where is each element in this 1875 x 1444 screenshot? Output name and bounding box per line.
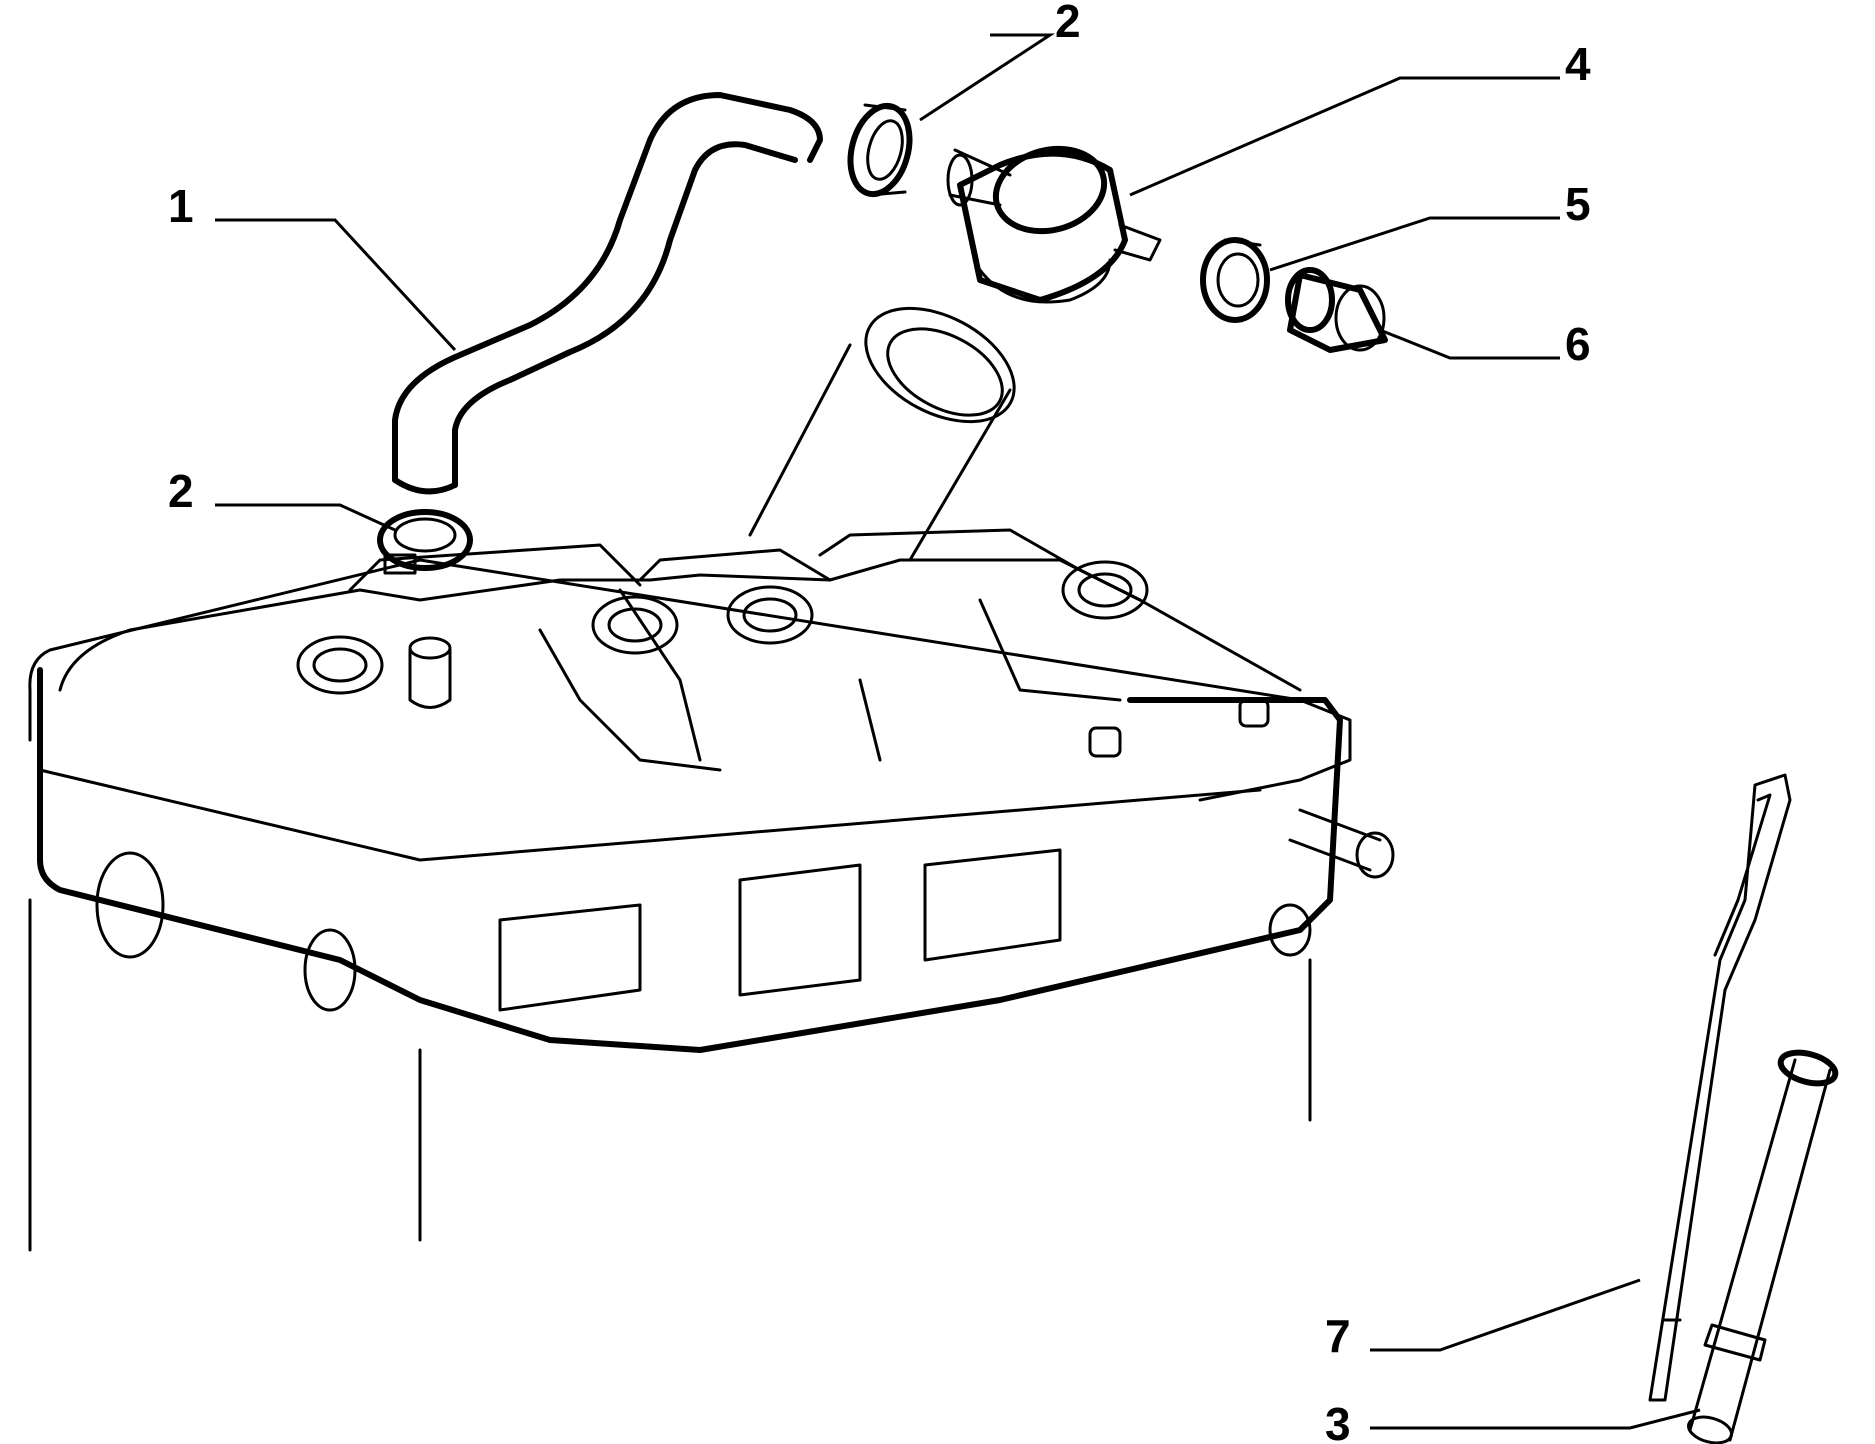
callout-4: 4	[1565, 38, 1591, 90]
callout-6: 6	[1565, 318, 1591, 370]
oil-filler-neck	[748, 306, 1016, 562]
part-1-hose	[392, 92, 823, 495]
part-3-dipstick-tube	[1687, 1049, 1839, 1444]
part-4-breather-valve	[946, 145, 1162, 304]
part-5-clamp	[1200, 237, 1270, 323]
callout-2-upper: 2	[1055, 0, 1081, 47]
part-2-clamp-upper	[847, 102, 913, 198]
callout-1: 1	[168, 180, 194, 232]
callout-labels: 1 2 2 3 4 5 6 7	[168, 0, 1591, 1444]
part-2-clamp-lower	[377, 509, 473, 575]
callout-3: 3	[1325, 1398, 1351, 1444]
callout-7: 7	[1325, 1310, 1351, 1362]
part-7-dipstick	[1648, 773, 1792, 1402]
callout-5: 5	[1565, 178, 1591, 230]
leader-lines	[215, 33, 1701, 1430]
cylinder-head-cover	[28, 528, 1395, 1252]
part-6-sleeve	[1285, 267, 1388, 353]
callout-2-lower: 2	[168, 465, 194, 517]
